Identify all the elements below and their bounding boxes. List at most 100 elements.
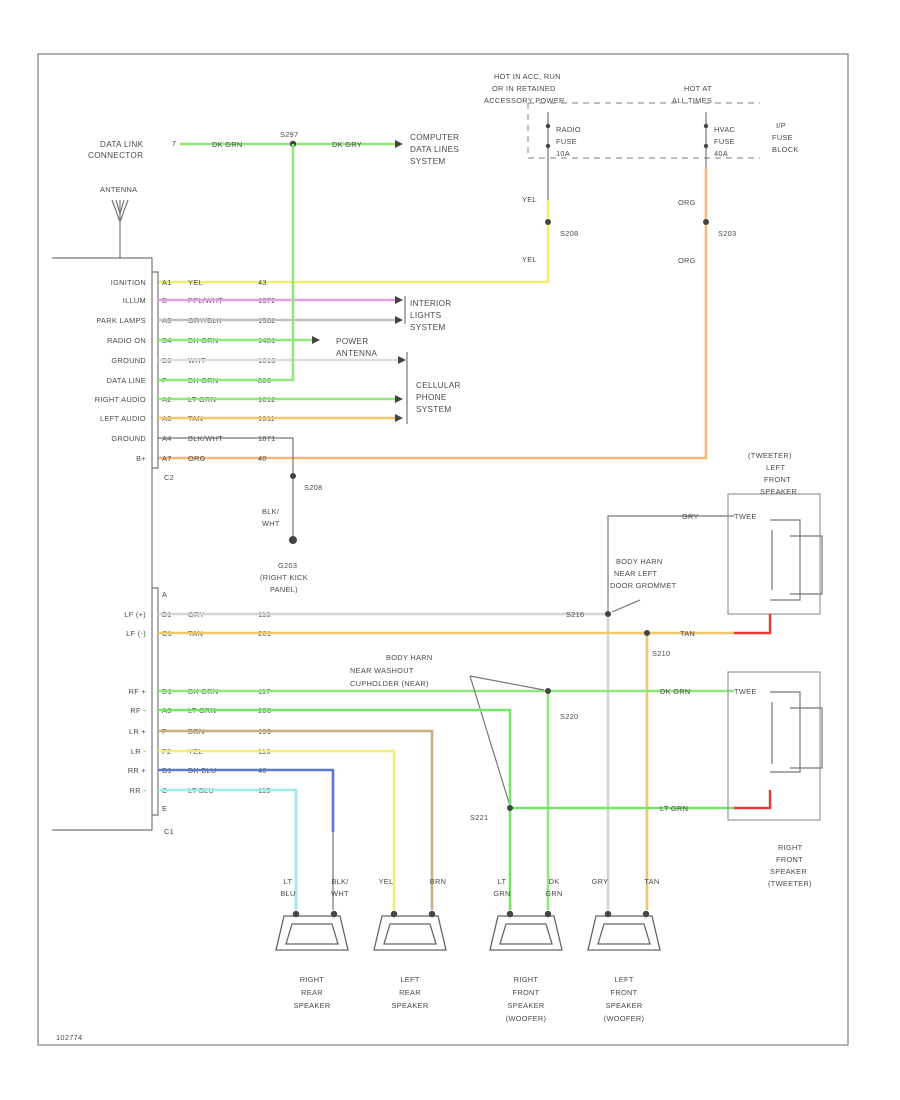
speaker-name-label: FRONT xyxy=(513,988,540,997)
radio-pin-label: DATA LINE xyxy=(107,376,146,385)
rf-tweeter-label-4: (TWEETER) xyxy=(768,879,812,888)
lf-tweeter-element xyxy=(770,519,823,601)
interior-label-2: LIGHTS xyxy=(410,311,442,320)
lf-tweeter-label-2: LEFT xyxy=(766,463,785,472)
radio-pin-label: IGNITION xyxy=(111,278,146,287)
speaker-wire-label: BLK/ xyxy=(331,877,349,886)
c2-label: C2 xyxy=(164,473,174,482)
wire-gry-lf-plus xyxy=(158,612,610,910)
speaker-terminal xyxy=(604,910,612,918)
splice-s210-dot xyxy=(644,630,650,636)
hot-acc-label-1: HOT IN ACC, RUN xyxy=(494,72,561,81)
wire-brn-lr-plus xyxy=(158,729,434,910)
radio-pin-label: RIGHT AUDIO xyxy=(95,395,146,404)
speaker-name-label: FRONT xyxy=(611,988,638,997)
splice-s208b-dot xyxy=(290,473,296,479)
rf-tweeter-label-1: RIGHT xyxy=(778,843,803,852)
g203-label-3: PANEL) xyxy=(270,585,298,594)
hvac-fuse-label-3: 40A xyxy=(714,149,728,158)
speaker-icon xyxy=(489,915,563,951)
cellular-label-3: SYSTEM xyxy=(416,405,451,414)
antenna-icon xyxy=(111,199,129,258)
c2-connector-edge xyxy=(152,271,159,469)
arrow-cell-right xyxy=(395,395,403,403)
speaker-wire-label: LT xyxy=(284,877,293,886)
data-link-label-2: CONNECTOR xyxy=(88,151,143,160)
radio-pin-label: RADIO ON xyxy=(107,336,146,345)
c1-pin-label: LR + xyxy=(129,727,146,736)
hot-at-label-2: ALL TIMES xyxy=(672,96,712,105)
radio-pin-circuit: 40 xyxy=(258,454,267,463)
interior-label-1: INTERIOR xyxy=(410,299,452,308)
dk-grn-label-top: DK GRN xyxy=(212,140,243,149)
speaker-wire-label: GRN xyxy=(493,889,510,898)
speaker-icon xyxy=(373,915,447,951)
hot-at-label-1: HOT AT xyxy=(684,84,712,93)
hvac-fuse-dot-2 xyxy=(703,143,709,149)
speaker-terminal xyxy=(292,910,300,918)
diagram-frame xyxy=(37,53,849,1046)
radio-pin-label: GROUND xyxy=(111,434,146,443)
radio-fuse-label-3: 10A xyxy=(556,149,570,158)
c1-pin-label: RR - xyxy=(130,786,147,795)
hvac-fuse-label-2: FUSE xyxy=(714,137,735,146)
speaker-name-label: SPEAKER xyxy=(293,1001,330,1010)
hvac-fuse-dot-1 xyxy=(703,123,709,129)
org-label-2: ORG xyxy=(678,256,696,265)
wire-yel-lr-minus xyxy=(158,749,396,910)
c1-pin-number: E xyxy=(162,804,167,813)
speaker-wire-label: GRN xyxy=(545,889,562,898)
lt-grn-right-label: LT GRN xyxy=(660,804,688,813)
harn-rear-leader-1 xyxy=(469,675,545,691)
yel-label-1: YEL xyxy=(522,195,537,204)
c1-pin-label: RR + xyxy=(128,766,146,775)
arrow-computer xyxy=(395,140,403,148)
radio-pin-label: GROUND xyxy=(111,356,146,365)
speaker-terminal xyxy=(330,910,338,918)
radio-fuse-label-2: FUSE xyxy=(556,137,577,146)
radio-outline xyxy=(52,257,153,831)
s208-label: S208 xyxy=(560,229,578,238)
yel-label-2: YEL xyxy=(522,255,537,264)
speaker-name-label: RIGHT xyxy=(300,975,325,984)
speaker-wire-label: TAN xyxy=(644,877,659,886)
wire-dk-blu-rr-plus xyxy=(158,768,335,832)
footer-code: 102774 xyxy=(56,1033,82,1042)
radio-pin-wire-color: ORG xyxy=(188,454,206,463)
org-label-1: ORG xyxy=(678,198,696,207)
hvac-fuse-label-1: HVAC xyxy=(714,125,736,134)
harn-left-leader xyxy=(611,599,641,613)
lf-tweeter-label-4: SPEAKER xyxy=(760,487,797,496)
rf-tweeter-label-3: SPEAKER xyxy=(770,867,807,876)
radio-fuse-dot-1 xyxy=(545,123,551,129)
gry-right-label: GRY xyxy=(682,512,699,521)
speaker-name-label: (WOOFER) xyxy=(604,1014,645,1023)
radio-pin-number: A7 xyxy=(162,454,172,463)
arrow-cell-left xyxy=(395,414,403,422)
data-link-label-1: DATA LINK xyxy=(100,140,144,149)
wire-blk-wht-ground xyxy=(158,437,294,540)
speaker-wire-label: BRN xyxy=(430,877,447,886)
hot-acc-label-2: OR IN RETAINED xyxy=(492,84,556,93)
speaker-name-label: RIGHT xyxy=(514,975,539,984)
radio-fuse-label-1: RADIO xyxy=(556,125,581,134)
lf-tweeter-red-lead xyxy=(734,614,772,635)
splice-s221-dot xyxy=(507,805,513,811)
rf-tweeter-label-2: FRONT xyxy=(776,855,803,864)
radio-pin-number: A1 xyxy=(162,278,172,287)
c1-pin-label: RF + xyxy=(129,687,146,696)
radio-body: C2 C1 xyxy=(52,257,174,836)
speaker-name-label: REAR xyxy=(301,988,323,997)
blk-wht-label-2: WHT xyxy=(262,519,280,528)
c1-pin-number: A xyxy=(162,590,167,599)
splice-top-label: S297 xyxy=(280,130,298,139)
rf-tweeter-pin: TWEE xyxy=(734,687,757,696)
hot-acc-label-3: ACCESSORY POWER xyxy=(484,96,565,105)
harn-left-label-2: NEAR LEFT xyxy=(614,569,658,578)
speaker-terminal xyxy=(544,910,552,918)
